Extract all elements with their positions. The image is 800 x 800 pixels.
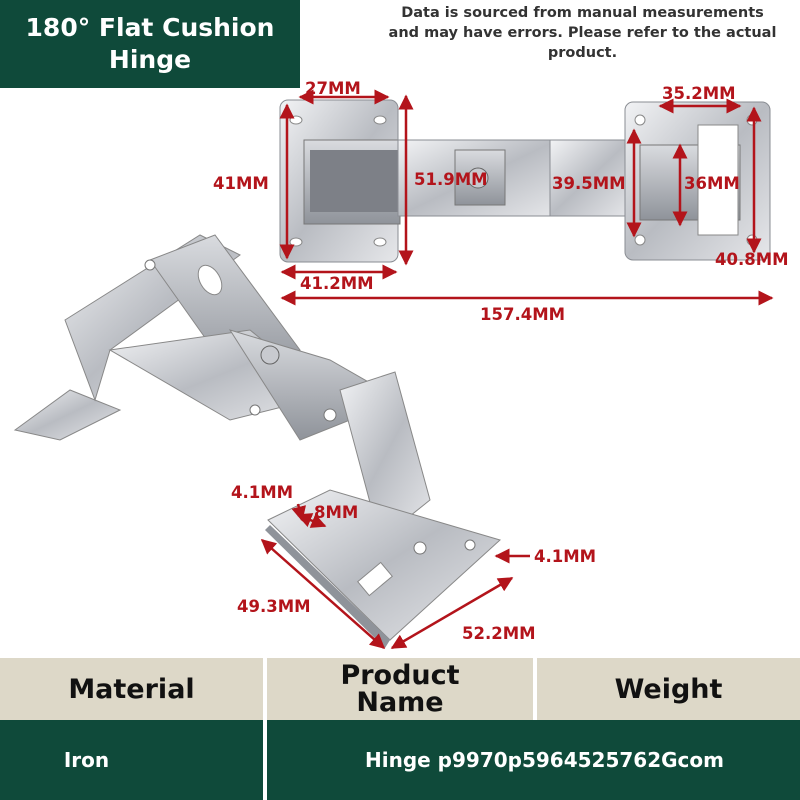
dim-slot-width: 8MM: [314, 503, 359, 522]
disclaimer-note: Data is sourced from manual measurements…: [388, 5, 777, 61]
dim-right-inner-height: 39.5MM: [552, 174, 626, 193]
dim-bottom-left-width: 41.2MM: [300, 274, 374, 293]
header-weight: Weight: [537, 658, 800, 720]
header-product-name: Product Name: [267, 658, 533, 720]
hinge-illustration: [13, 89, 774, 650]
dim-right-hole-offset: 4.1MM: [534, 547, 597, 566]
dim-right-top-width: 35.2MM: [662, 84, 736, 103]
dim-top-left-width: 27MM: [305, 79, 361, 98]
dim-line-plate-length: [260, 539, 386, 649]
dimension-lines: [260, 89, 774, 650]
dim-total-length: 157.4MM: [480, 305, 566, 324]
flat-hinge-front-view: [279, 99, 771, 263]
title-banner: 180° Flat Cushion Hinge: [0, 0, 300, 88]
dim-left-height: 41MM: [213, 174, 269, 193]
header-material: Material: [0, 658, 263, 720]
dim-plate-width: 52.2MM: [462, 624, 536, 643]
value-product-name: Hinge p9970p5964525762Gcom: [267, 720, 800, 800]
dim-hole-offset: 4.1MM: [231, 483, 294, 502]
dim-center-height: 51.9MM: [414, 170, 488, 189]
dim-right-height: 36MM: [684, 174, 740, 193]
dim-line-slot-width: [296, 513, 327, 528]
header-product-name-label: Product Name: [340, 660, 460, 718]
dim-line-plate-width: [390, 576, 514, 650]
spec-table: Material Product Name Weight Iron Hinge …: [0, 658, 800, 800]
value-material: Iron: [0, 720, 263, 800]
page-title: 180° Flat Cushion Hinge: [25, 13, 275, 74]
dim-plate-length: 49.3MM: [237, 597, 311, 616]
dim-right-outer-height: 40.8MM: [715, 250, 789, 269]
